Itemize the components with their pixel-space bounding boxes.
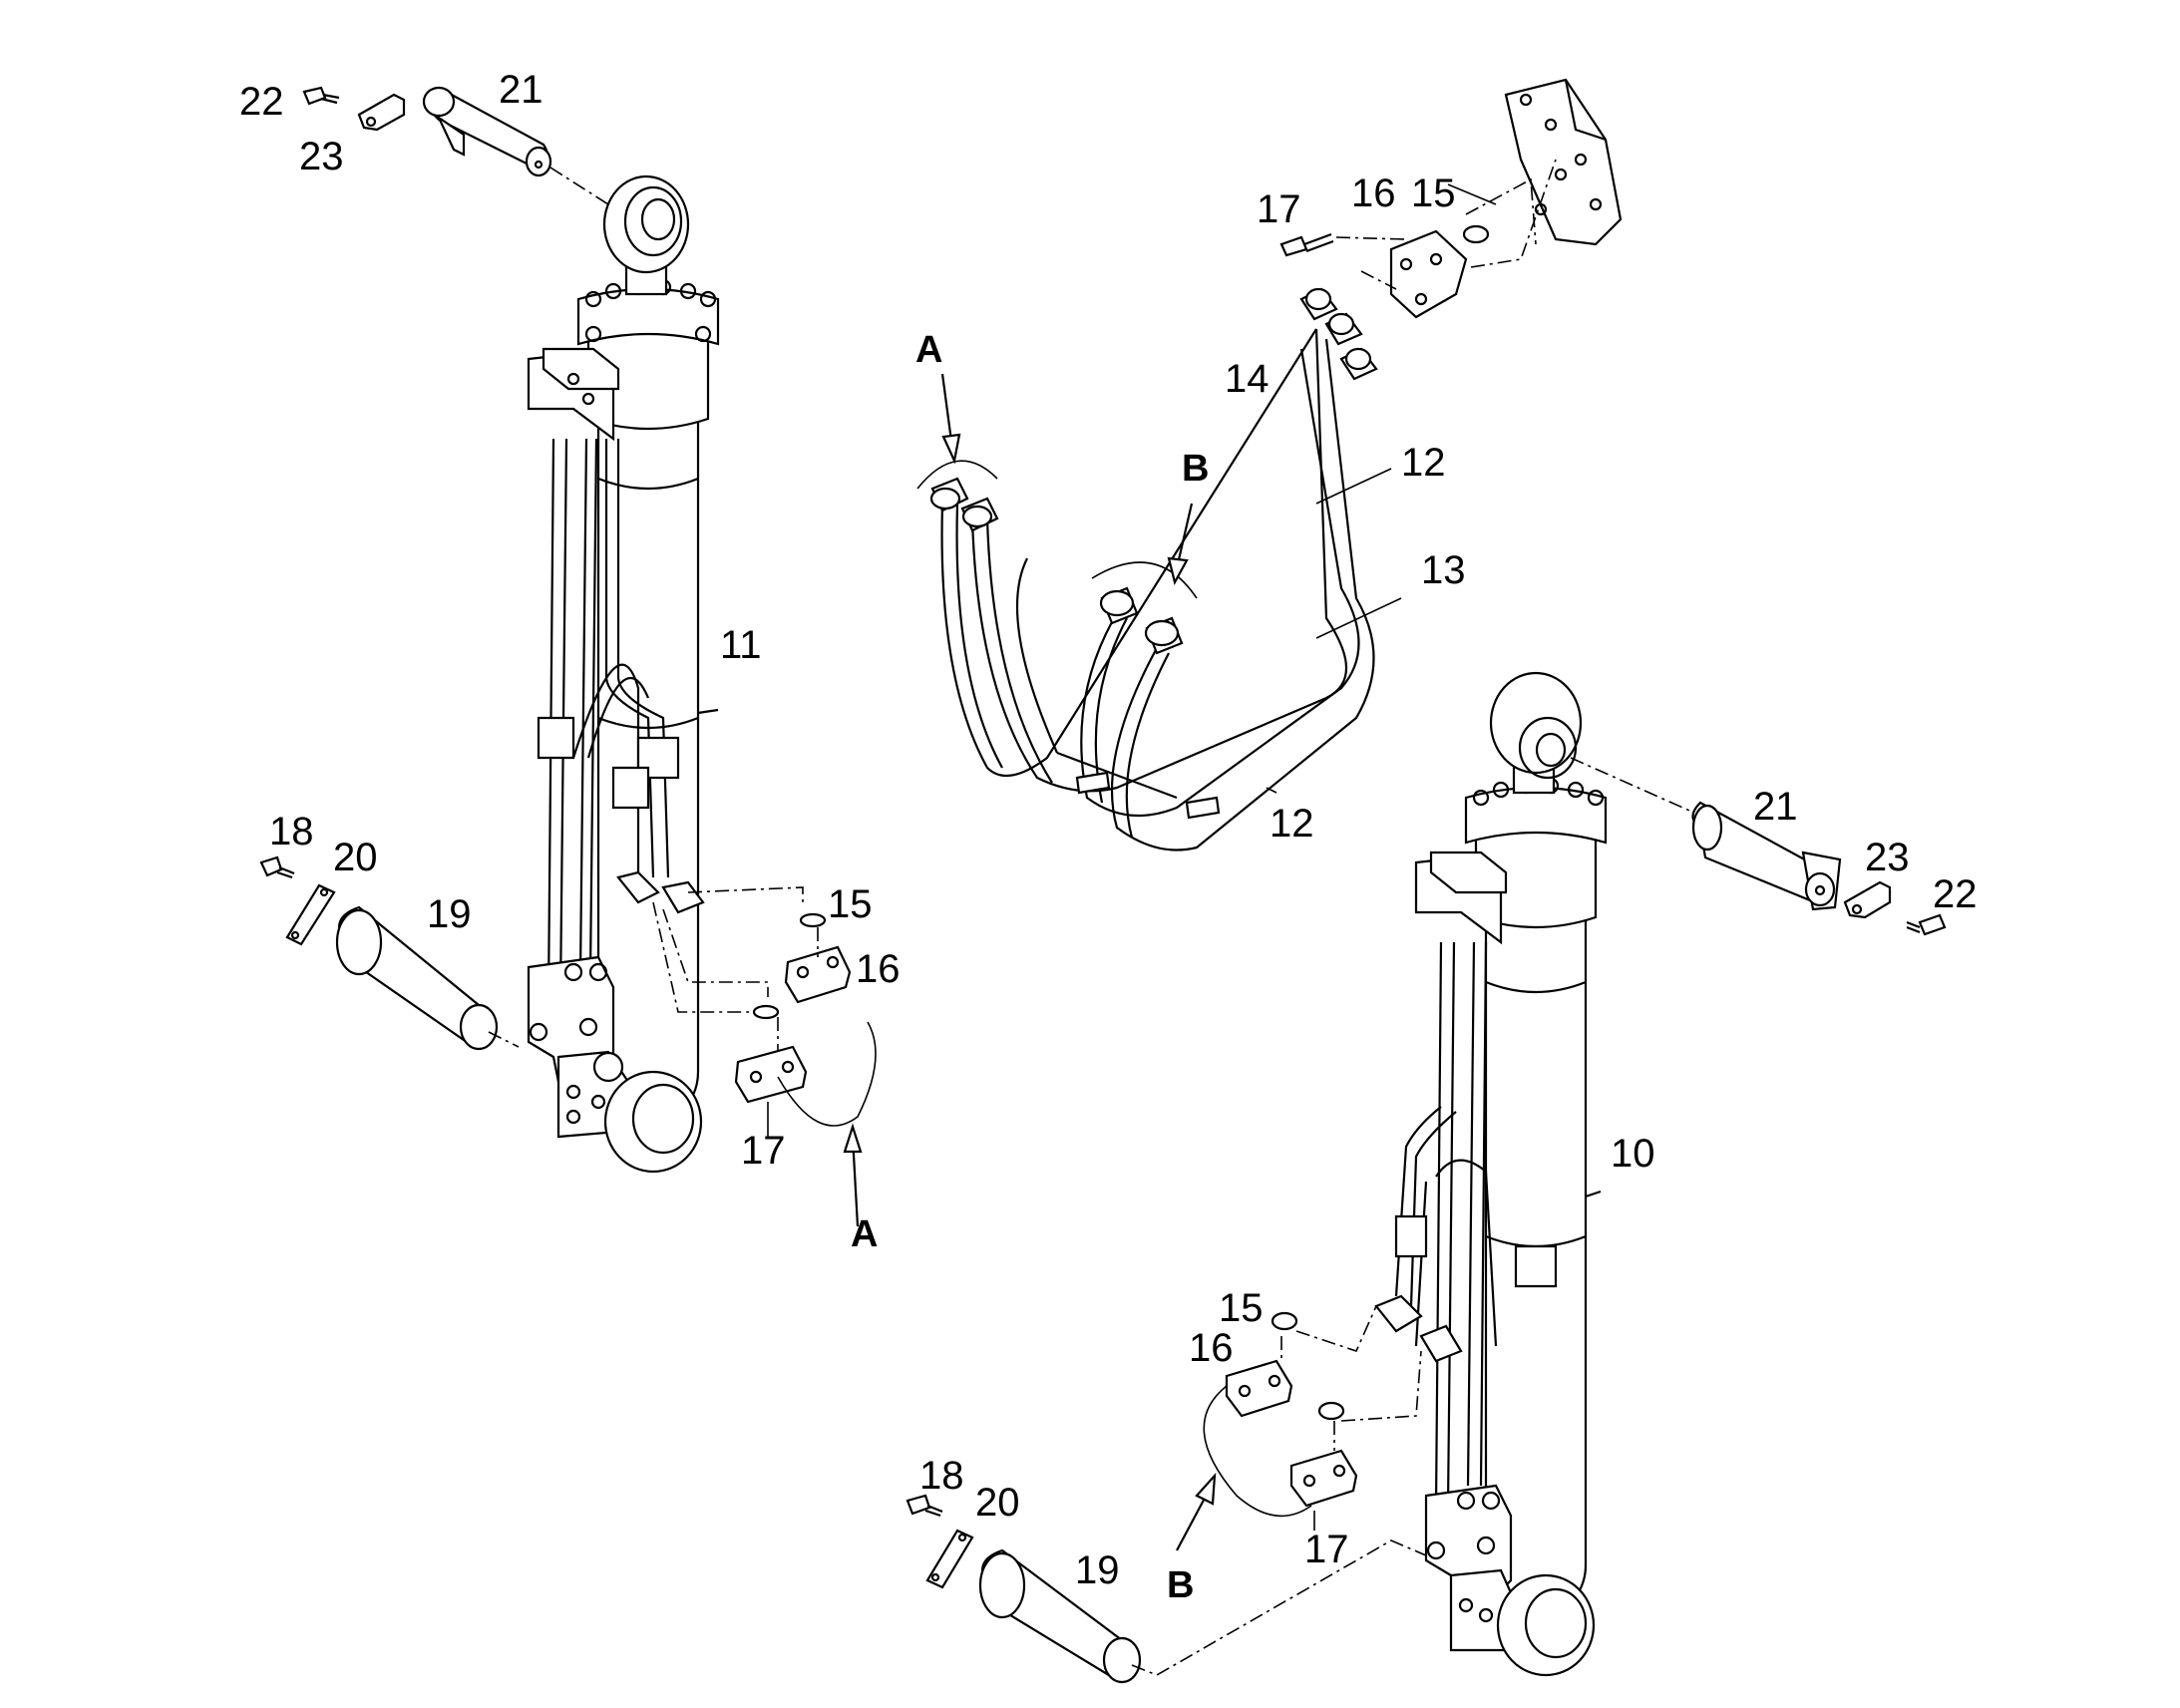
callout-17: 17: [1304, 1528, 1349, 1571]
split-flange-16-left-lower: [734, 1045, 808, 1104]
pin-21-right: [1691, 801, 1842, 911]
callout-18: 18: [919, 1454, 964, 1498]
callout-16: 16: [1351, 171, 1396, 215]
callout-13: 13: [1421, 548, 1466, 592]
o-ring-15-right-upper: [1271, 1311, 1298, 1331]
callout-17: 17: [741, 1129, 786, 1173]
callout-19: 19: [427, 892, 472, 936]
left-dash-2: [687, 886, 804, 902]
bolt-17-top: [1279, 232, 1334, 257]
pin-19-right-centerline: [1131, 1539, 1427, 1676]
callout-23: 23: [299, 135, 344, 178]
callout-15: 15: [828, 882, 873, 926]
top-dash-2: [1465, 177, 1537, 245]
pin-19-left-centerline: [488, 1031, 520, 1048]
lead-15-top: [1447, 183, 1497, 205]
bolt-22-top: [302, 86, 340, 106]
callout-22: 22: [239, 80, 284, 124]
callout-16: 16: [856, 947, 901, 991]
top-dash-1: [1335, 236, 1407, 240]
plate-20-right: [925, 1529, 974, 1589]
pin-21-right-centerline: [1570, 757, 1706, 819]
callout-15: 15: [1219, 1286, 1264, 1330]
split-flange-16-right-upper: [1225, 1359, 1293, 1418]
arrow-b-top-head: [1167, 556, 1189, 586]
callout-15: 15: [1411, 171, 1456, 215]
callout-12: 12: [1270, 802, 1314, 846]
o-ring-15-top: [1462, 224, 1490, 244]
callout-20: 20: [975, 1481, 1020, 1525]
view-label-b: B: [1182, 448, 1209, 490]
callout-23: 23: [1865, 836, 1910, 879]
callout-21: 21: [499, 68, 544, 112]
view-label-a: A: [915, 329, 942, 371]
pin-21-top: [422, 86, 552, 177]
arrow-b-bottom-shaft: [1176, 1490, 1210, 1551]
right-bracket-curve: [1203, 1385, 1312, 1518]
lock-plate-23-top: [357, 93, 406, 132]
top-dash-3: [1470, 159, 1557, 268]
hydraulic-cylinder-10: [1374, 671, 1608, 1677]
o-ring-15-left-upper: [799, 912, 827, 928]
callout-12: 12: [1401, 441, 1446, 485]
split-flange-16-right-lower: [1289, 1449, 1358, 1508]
split-flange-16-left-upper: [784, 945, 852, 1004]
valve-plate: [1504, 78, 1623, 246]
callout-17: 17: [1257, 187, 1301, 231]
left-dash-3: [652, 901, 753, 1013]
arrow-b-top-shaft: [1175, 503, 1194, 569]
pin-19-left: [335, 905, 499, 1051]
lock-plate-23-right: [1843, 880, 1892, 919]
o-ring-15-right-lower: [1317, 1401, 1345, 1421]
callout-10: 10: [1611, 1132, 1655, 1176]
o-ring-15-left-lower: [752, 1004, 780, 1020]
pin-19-right: [978, 1548, 1142, 1684]
callout-18: 18: [269, 810, 314, 854]
view-label-a: A: [851, 1213, 878, 1255]
bolt-18-left: [259, 855, 295, 879]
hydraulic-cylinder-11: [527, 174, 720, 1174]
callout-21: 21: [1753, 785, 1798, 829]
callout-14: 14: [1225, 357, 1270, 401]
plate-20-left: [285, 883, 336, 946]
callout-16: 16: [1189, 1326, 1234, 1370]
callout-19: 19: [1075, 1548, 1120, 1592]
bolt-18-right: [906, 1494, 943, 1518]
arrow-b-bottom-head: [1195, 1472, 1217, 1506]
right-dash-1: [1295, 1305, 1377, 1352]
hose-assembly: [916, 287, 1402, 852]
callout-20: 20: [333, 836, 378, 879]
arrow-a-bottom-head: [843, 1123, 863, 1154]
left-bracket-curve: [777, 1021, 877, 1127]
right-dash-2: [1340, 1350, 1422, 1422]
split-flange-16-top: [1389, 229, 1468, 319]
callout-22: 22: [1933, 872, 1978, 916]
left-dash-1: [662, 908, 769, 997]
bolt-22-right: [1906, 913, 1947, 936]
callout-11: 11: [720, 623, 762, 667]
arrow-a-top-head: [941, 433, 961, 465]
top-dash-4: [1360, 270, 1397, 290]
view-label-b: B: [1167, 1564, 1194, 1606]
pin-21-top-centerline: [549, 167, 609, 205]
